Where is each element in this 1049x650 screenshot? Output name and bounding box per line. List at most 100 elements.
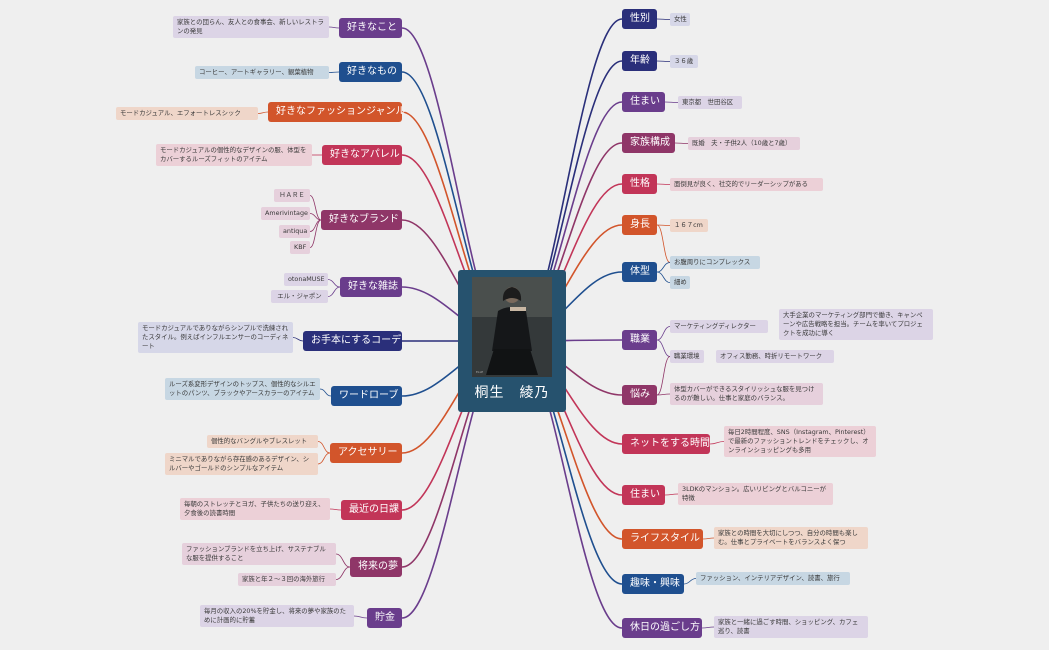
leaf-savings: 毎月の収入の20%を貯金し、将来の夢や家族のために計画的に貯蓄 xyxy=(200,605,354,627)
topic-residence[interactable]: 住まい xyxy=(622,92,665,112)
leaf-line xyxy=(317,452,331,465)
topic-hobbies[interactable]: 趣味・興味 xyxy=(622,574,684,594)
leaf-line xyxy=(327,286,341,297)
leaf-line xyxy=(292,337,304,342)
leaf-line xyxy=(328,26,340,29)
leaf-favorite-objects: コーヒー、アートギャラリー、観葉植物 xyxy=(195,66,329,79)
leaf-line xyxy=(317,441,331,454)
topic-personality[interactable]: 性格 xyxy=(622,174,657,194)
leaf-line xyxy=(656,393,671,396)
topic-future-dream[interactable]: 将来の夢 xyxy=(350,557,402,577)
job-sub-environment-detail: オフィス勤務、時折リモートワーク xyxy=(716,350,834,363)
job-sub-title-detail: 大手企業のマーケティング部門で働き、キャンペーンや広告戦略を担当。チームを率いて… xyxy=(779,309,933,340)
leaf-favorite-things: 家族との団らん、友人との食事会、新しいレストランの発見 xyxy=(173,16,329,38)
topic-recent-routine[interactable]: 最近の日課 xyxy=(341,500,402,520)
leaf-line xyxy=(664,493,679,496)
leaf-wardrobe: ルーズ系変形デザインのトップス、個性的なシルエットのパンツ、ブラックやアースカラ… xyxy=(165,378,320,400)
topic-favorite-things[interactable]: 好きなこと xyxy=(339,18,402,38)
leaf-body-type-2: 細め xyxy=(670,276,690,289)
topic-savings[interactable]: 貯金 xyxy=(367,608,402,628)
leaf-line xyxy=(335,566,351,580)
topic-family[interactable]: 家族構成 xyxy=(622,133,675,153)
leaf-family: 既婚 夫・子供2人（10歳と7歳） xyxy=(688,137,800,150)
leaf-home: 3LDKのマンション。広いリビングとバルコニーが特徴 xyxy=(678,483,833,505)
topic-favorite-apparel[interactable]: 好きなアパレル xyxy=(322,145,402,165)
central-persona-card: ELLE 桐生 綾乃 xyxy=(458,270,566,412)
leaf-height: １６７cm xyxy=(670,219,708,232)
leaf-residence: 東京都 世田谷区 xyxy=(678,96,742,109)
leaf-line xyxy=(674,142,689,144)
leaf-line xyxy=(309,213,322,221)
leaf-hobbies: ファッション、インテリアデザイン、読書、旅行 xyxy=(696,572,850,585)
leaf-model-coordination: モードカジュアルでありながらシンプルで洗練されたスタイル。例えばインフルエンサー… xyxy=(138,322,293,353)
leaf-line xyxy=(329,508,342,511)
leaf-brand-3: antiqua xyxy=(279,225,310,238)
leaf-brand-1: ＨＡＲＥ xyxy=(274,189,310,202)
persona-name: 桐生 綾乃 xyxy=(474,385,550,401)
topic-worries[interactable]: 悩み xyxy=(622,385,657,405)
job-sub-environment: 職業環境 xyxy=(670,350,704,363)
topic-home[interactable]: 住まい xyxy=(622,485,665,505)
topic-favorite-fashion-genre[interactable]: 好きなファッションジャンル xyxy=(268,102,406,122)
leaf-line xyxy=(656,271,671,283)
topic-job[interactable]: 職業 xyxy=(622,330,657,350)
leaf-accessory-1: 個性的なバングルやブレスレット xyxy=(207,435,318,448)
leaf-magazine-1: otonaMUSE xyxy=(284,273,328,286)
leaf-line xyxy=(656,183,671,185)
leaf-accessory-2: ミニマルでありながら存在感のあるデザイン、シルバーやゴールドのシンプルなアイテム xyxy=(165,453,318,475)
leaf-line xyxy=(328,71,340,73)
leaf-line xyxy=(709,441,725,445)
topic-model-coordination[interactable]: お手本にするコーデ xyxy=(303,331,402,351)
leaf-line xyxy=(656,262,671,273)
job-sub-title: マーケティングディレクター xyxy=(670,320,768,333)
leaf-brand-4: KBF xyxy=(290,241,310,254)
topic-wardrobe[interactable]: ワードローブ xyxy=(331,386,402,406)
leaf-line xyxy=(319,388,332,397)
leaf-line xyxy=(664,101,679,103)
leaf-future-dream-2: 家族と年２〜３回の海外旅行 xyxy=(238,573,336,586)
leaf-age: ３６歳 xyxy=(670,55,698,68)
topic-gender[interactable]: 性別 xyxy=(622,9,657,29)
leaf-line xyxy=(327,279,341,288)
leaf-line xyxy=(656,356,671,396)
leaf-line xyxy=(257,111,269,114)
topic-favorite-magazines[interactable]: 好きな雑誌 xyxy=(340,277,402,297)
leaf-net-time: 毎日2時間程度、SNS（Instagram、Pinterest）で最新のファッシ… xyxy=(724,426,876,457)
leaf-favorite-fashion-genre: モードカジュアル、エフォートレスシック xyxy=(116,107,258,120)
leaf-body-type-1: お腹周りにコンプレックス xyxy=(670,256,760,269)
leaf-line xyxy=(683,578,697,585)
topic-holiday[interactable]: 休日の過ごし方 xyxy=(622,618,702,638)
leaf-line xyxy=(656,60,671,62)
leaf-line xyxy=(656,18,671,20)
svg-text:ELLE: ELLE xyxy=(476,370,483,374)
topic-age[interactable]: 年齢 xyxy=(622,51,657,71)
leaf-line xyxy=(656,224,671,263)
leaf-line xyxy=(335,553,351,568)
topic-lifestyle[interactable]: ライフスタイル xyxy=(622,529,703,549)
leaf-line xyxy=(656,224,671,226)
leaf-line xyxy=(309,219,322,248)
leaf-line xyxy=(309,195,322,221)
topic-accessories[interactable]: アクセサリー xyxy=(330,443,402,463)
leaf-line xyxy=(701,626,715,629)
topic-favorite-brands[interactable]: 好きなブランド xyxy=(321,210,402,230)
leaf-personality: 面倒見が良く、社交的でリーダーシップがある xyxy=(670,178,823,191)
leaf-holiday: 家族と一緒に過ごす時間、ショッピング、カフェ巡り、読書 xyxy=(714,616,868,638)
topic-body-type[interactable]: 体型 xyxy=(622,262,657,282)
leaf-favorite-apparel: モードカジュアルの個性的なデザインの服、体型をカバーするルーズフィットのアイテム xyxy=(156,144,312,166)
leaf-recent-routine: 毎朝のストレッチとヨガ、子供たちの送り迎え、夕食後の読書時間 xyxy=(180,498,330,520)
topic-height[interactable]: 身長 xyxy=(622,215,657,235)
leaf-line xyxy=(353,615,368,619)
leaf-line xyxy=(656,326,671,341)
leaf-worries: 体型カバーができるスタイリッシュな服を見つけるのが難しい。仕事と家庭のバランス。 xyxy=(670,383,823,405)
topic-net-time[interactable]: ネットをする時間 xyxy=(622,434,710,454)
leaf-line xyxy=(656,339,671,357)
leaf-brand-2: Amerivintage xyxy=(261,207,310,220)
leaf-lifestyle: 家族との時間を大切にしつつ、自分の時間も楽しむ。仕事とプライベートをバランスよく… xyxy=(714,527,868,549)
leaf-gender: 女性 xyxy=(670,13,690,26)
leaf-future-dream-1: ファッションブランドを立ち上げ、サステナブルな服を提供すること xyxy=(182,543,336,565)
portrait-photo: ELLE xyxy=(472,277,552,377)
leaf-magazine-2: エル・ジャポン xyxy=(271,290,328,303)
leaf-line xyxy=(702,537,715,540)
topic-favorite-objects[interactable]: 好きなもの xyxy=(339,62,402,82)
